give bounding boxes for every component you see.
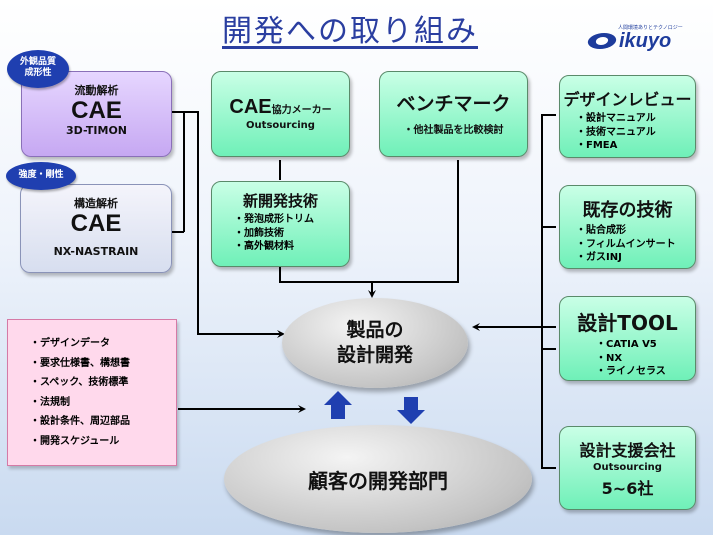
design-tool-title: 設計TOOL: [577, 311, 678, 335]
design-review-box: デザインレビュー ・設計マニュアル ・技術マニュアル ・FMEA: [559, 75, 696, 158]
up-arrow-icon: [324, 391, 352, 419]
design-tool-box: 設計TOOL ・CATIA V5 ・NX ・ライノセラス: [559, 296, 696, 381]
input-item: ・開発スケジュール: [30, 435, 120, 447]
structural-analysis-label: 構造解析: [74, 197, 118, 210]
input-item: ・要求仕様書、構想書: [30, 357, 130, 369]
flow-analysis-label: 流動解析: [74, 84, 119, 97]
structural-analysis-cae-box: 構造解析 CAE NX-NASTRAIN: [20, 184, 172, 273]
design-support-box: 設計支援会社 Outsourcing 5~6社: [559, 426, 696, 510]
existing-tech-item: ・貼合成形: [576, 225, 626, 236]
design-review-item: ・技術マニュアル: [576, 126, 656, 138]
benchmark-title: ベンチマーク: [396, 93, 511, 115]
existing-tech-title: 既存の技術: [582, 200, 673, 221]
design-support-count: 5~6社: [601, 478, 654, 498]
new-tech-item: ・加飾技術: [234, 227, 284, 239]
existing-tech-item: ・フィルムインサート: [576, 238, 676, 250]
flow-cae-tool: 3D-TIMON: [65, 124, 128, 138]
design-tool-item: ・ライノセラス: [596, 366, 666, 377]
input-item: ・デザインデータ: [30, 338, 110, 349]
customer-dev-ellipse: 顧客の開発部門: [224, 425, 532, 533]
cae-partner-suffix: 協力メーカー: [271, 105, 332, 116]
logo-text: ikuyo: [619, 30, 672, 52]
new-tech-item: ・高外観材料: [234, 241, 294, 252]
design-review-item: ・FMEA: [576, 140, 618, 151]
cae-partner-title: CAE: [229, 96, 272, 118]
logo-subtext: 人間環境ありとテクノロジー: [618, 25, 683, 31]
structural-cae-tool: NX-NASTRAIN: [53, 245, 139, 259]
appearance-quality-badge: 外観品質 成形性: [7, 50, 69, 88]
benchmark-box: ベンチマーク ・他社製品を比較検討: [379, 71, 528, 157]
new-tech-title: 新開発技術: [242, 192, 318, 210]
down-arrow-icon: [397, 397, 425, 424]
product-design-ellipse: 製品の 設計開発: [282, 298, 468, 388]
page-title: 開発への取り組み: [222, 14, 478, 49]
customer-inputs-box: ・デザインデータ ・要求仕様書、構想書 ・スペック、技術標準 ・法規制 ・設計条…: [7, 319, 177, 466]
benchmark-item: ・他社製品を比較検討: [403, 124, 504, 136]
new-tech-item: ・発泡成形トリム: [234, 214, 314, 225]
flow-cae-title: CAE: [71, 97, 122, 124]
customer-dev-label: 顧客の開発部門: [308, 469, 448, 493]
design-review-title: デザインレビュー: [563, 90, 692, 109]
input-item: ・設計条件、周辺部品: [30, 416, 130, 427]
strength-rigidity-badge: 強度・剛性: [6, 162, 76, 190]
structural-cae-title: CAE: [70, 210, 122, 237]
input-item: ・スペック、技術標準: [30, 377, 129, 388]
design-tool-item: ・NX: [596, 352, 623, 364]
design-tool-item: ・CATIA V5: [596, 339, 657, 350]
new-tech-box: 新開発技術 ・発泡成形トリム ・加飾技術 ・高外観材料: [211, 181, 350, 267]
design-review-item: ・設計マニュアル: [576, 113, 656, 124]
product-design-line: 製品の: [346, 319, 404, 341]
flow-analysis-cae-box: 流動解析 CAE 3D-TIMON: [21, 71, 172, 157]
design-support-outsourcing: Outsourcing: [593, 462, 662, 473]
company-logo: ikuyo: [585, 27, 698, 55]
design-support-title: 設計支援会社: [579, 441, 676, 460]
input-item: ・法規制: [30, 396, 70, 408]
existing-tech-item: ・ガスINJ: [576, 252, 622, 263]
existing-tech-box: 既存の技術 ・貼合成形 ・フィルムインサート ・ガスINJ: [559, 185, 696, 269]
cae-partner-outsourcing: Outsourcing: [246, 120, 315, 131]
cae-partner-box: CAE協力メーカー Outsourcing: [211, 71, 350, 157]
product-design-line: 設計開発: [336, 343, 413, 366]
